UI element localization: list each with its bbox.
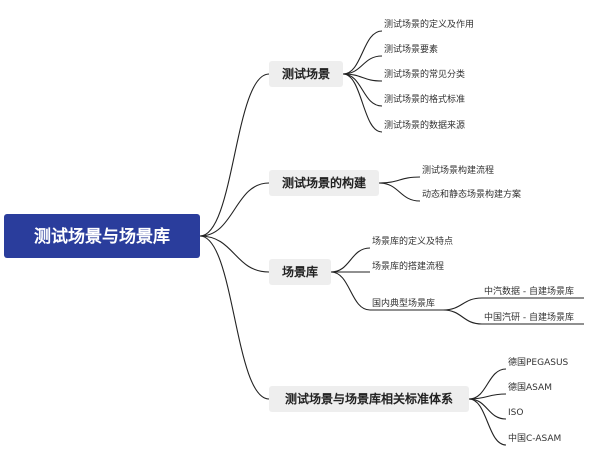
leaf-node[interactable]: 测试场景的格式标准 (384, 93, 465, 105)
nodes: 测试场景与场景库 测试场景 测试场景的构建 场景库 测试场景与场景库相关标准体系… (4, 18, 574, 444)
branch-to-leaf-line (468, 398, 507, 420)
branch-node-standards[interactable]: 测试场景与场景库相关标准体系 (269, 386, 469, 412)
branch-label: 场景库 (282, 264, 318, 279)
branch-box (269, 170, 379, 196)
branch-node-scenario-construction[interactable]: 测试场景的构建 (269, 170, 379, 196)
leaf-node[interactable]: ISO (508, 408, 523, 418)
branch-to-leaf-line (442, 297, 483, 311)
root-to-branch-line (199, 235, 270, 273)
leaf-node[interactable]: 中汽数据 - 自建场景库 (484, 285, 574, 297)
leaf-node[interactable]: 场景库的搭建流程 (372, 260, 444, 272)
branch-to-leaf-line (378, 176, 421, 184)
leaf-node[interactable]: 动态和静态场景构建方案 (422, 188, 521, 200)
branch-to-leaf-line (468, 368, 507, 400)
leaf-node[interactable]: 测试场景的常见分类 (384, 68, 465, 80)
branch-to-leaf-line (378, 182, 421, 202)
root-to-branch-line (199, 235, 270, 400)
leaf-node[interactable]: 德国PEGASUS (508, 356, 569, 368)
branch-to-leaf-line (342, 30, 383, 75)
branch-box (269, 386, 469, 412)
branch-to-leaf-line (468, 393, 507, 400)
branch-to-leaf-line (468, 398, 507, 446)
branch-to-leaf-line (330, 271, 371, 311)
leaf-node[interactable]: 测试场景要素 (384, 43, 438, 55)
branch-to-leaf-line (342, 55, 383, 75)
leaf-node[interactable]: 国内典型场景库 (372, 297, 435, 309)
branch-label: 测试场景的构建 (282, 175, 367, 190)
leaf-node[interactable]: 测试场景的数据来源 (384, 119, 465, 131)
root-to-branch-line (199, 182, 270, 237)
leaf-node[interactable]: 测试场景的定义及作用 (384, 18, 474, 30)
connector-lines (199, 30, 584, 446)
root-to-branch-line (199, 73, 270, 237)
branch-to-leaf-line (342, 73, 383, 133)
leaf-node[interactable]: 场景库的定义及特点 (372, 235, 453, 247)
branch-node-scenario-library[interactable]: 场景库 (269, 259, 331, 285)
branch-node-test-scenario[interactable]: 测试场景 (269, 61, 343, 87)
leaf-node[interactable]: 德国ASAM (508, 381, 552, 393)
leaf-node[interactable]: 测试场景构建流程 (422, 164, 494, 176)
branch-label: 测试场景与场景库相关标准体系 (285, 391, 453, 406)
root-label: 测试场景与场景库 (34, 226, 170, 247)
branch-to-leaf-line (330, 247, 371, 273)
branch-box (269, 259, 331, 285)
leaf-node[interactable]: 中国汽研 - 自建场景库 (484, 311, 574, 323)
branch-label: 测试场景 (282, 66, 330, 81)
root-node[interactable]: 测试场景与场景库 (4, 214, 200, 258)
branch-box (269, 61, 343, 87)
branch-to-leaf-line (342, 73, 383, 107)
leaf-node[interactable]: 中国C-ASAM (508, 432, 561, 444)
root-node-box (4, 214, 200, 258)
branch-to-leaf-line (442, 309, 483, 325)
